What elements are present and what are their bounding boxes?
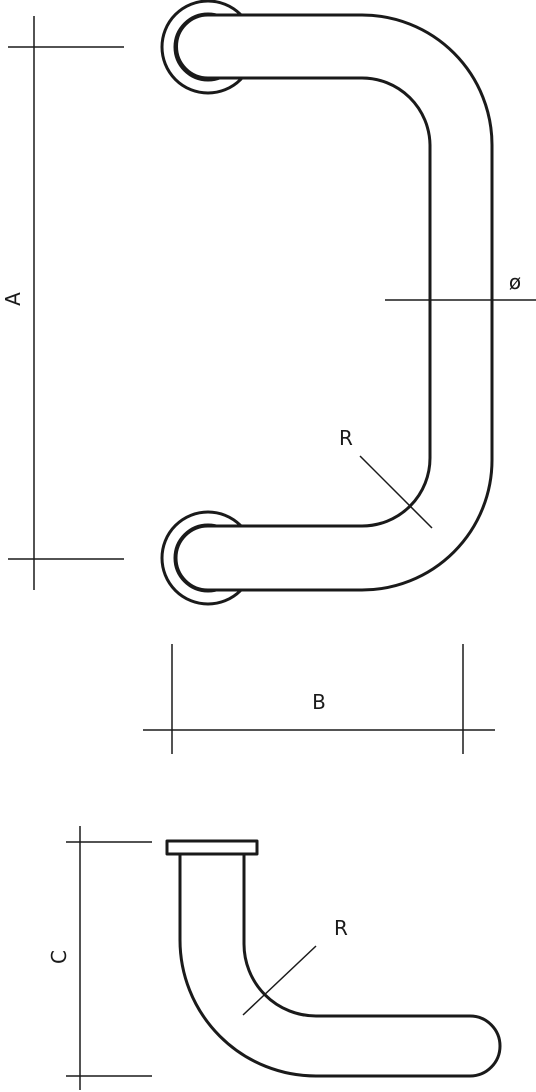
label-c: C bbox=[47, 950, 71, 964]
side-view bbox=[165, 839, 502, 1078]
label-diameter: ø bbox=[509, 270, 521, 294]
handle-bar-inner bbox=[206, 76, 432, 528]
side-rose-plate bbox=[165, 839, 259, 856]
front-view bbox=[160, 0, 494, 606]
dimension-a: A bbox=[1, 16, 124, 590]
dimension-b: B bbox=[143, 644, 495, 754]
handle-end-bottom bbox=[174, 524, 210, 592]
dimension-radius-front: R bbox=[339, 426, 433, 529]
side-handle-outer bbox=[178, 852, 502, 1078]
handle-bar-outer bbox=[206, 13, 494, 592]
label-r-front: R bbox=[339, 426, 353, 450]
dimension-diameter: ø bbox=[385, 270, 536, 301]
handle-bar-fill bbox=[176, 15, 492, 590]
handle-end-top bbox=[175, 13, 210, 80]
label-a: A bbox=[1, 292, 25, 306]
label-b: B bbox=[312, 690, 326, 714]
label-r-side: R bbox=[334, 916, 348, 940]
dimension-radius-side: R bbox=[242, 916, 348, 1016]
dimension-c: C bbox=[47, 826, 152, 1090]
